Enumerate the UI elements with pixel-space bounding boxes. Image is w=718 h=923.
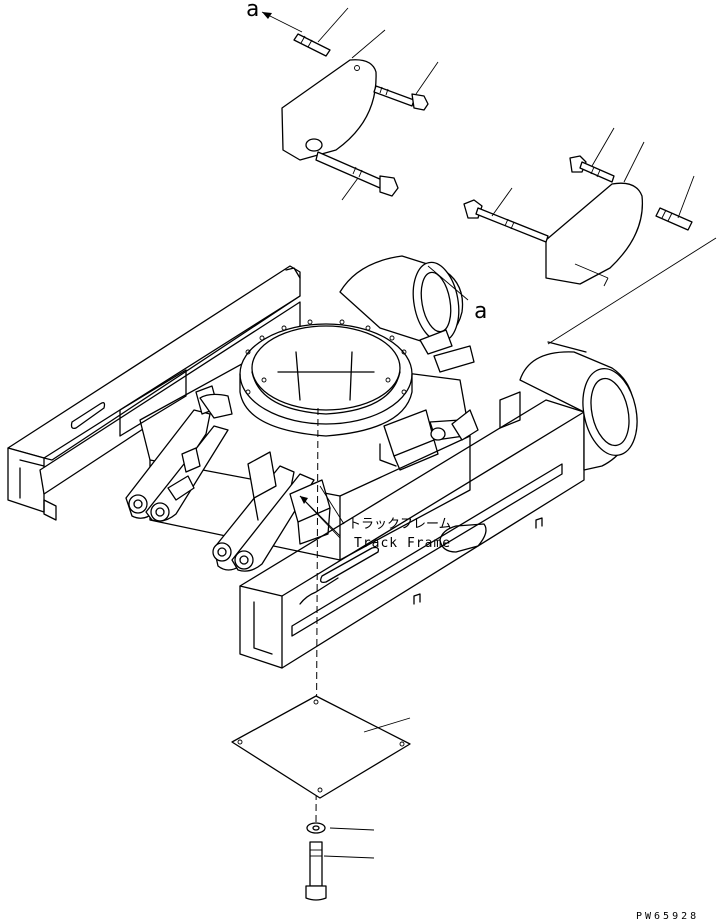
track-frame-label: トラックフレーム Track Frame xyxy=(299,485,452,551)
pin-right xyxy=(655,207,693,231)
under-cover-plate xyxy=(231,695,411,799)
track-frame-label-japanese: トラックフレーム xyxy=(348,517,452,532)
bolt-right-long xyxy=(463,199,549,243)
left-cover-assembly: a xyxy=(246,0,439,201)
bolt-left-lower xyxy=(315,151,399,197)
track-frame-label-english: Track Frame xyxy=(354,536,451,551)
cover-plate-right xyxy=(545,182,644,285)
bottom-bolt xyxy=(305,841,327,901)
swing-circle xyxy=(239,319,413,437)
right-cover-assembly xyxy=(463,127,717,345)
bolt-left-upper xyxy=(373,85,429,111)
callout-a-right: a xyxy=(474,299,487,324)
cover-plate-left xyxy=(281,59,377,161)
washer xyxy=(306,822,326,834)
track-frame: a xyxy=(7,255,638,669)
bolt-right-upper xyxy=(569,155,615,183)
bottom-cover-assembly xyxy=(231,695,411,901)
drawing-code: PW65928 xyxy=(636,911,699,922)
pin-left xyxy=(293,33,331,57)
callout-a-top: a xyxy=(246,0,259,22)
